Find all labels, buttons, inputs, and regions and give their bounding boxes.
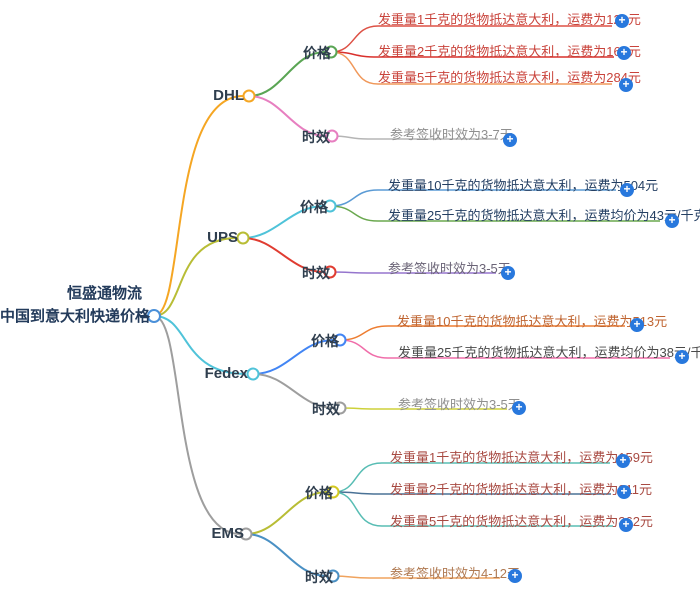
node-label-dhl[interactable]: DHL [213,87,244,104]
ups-time-node-circle[interactable] [323,265,337,279]
node-label-ups[interactable]: UPS [207,229,238,246]
add-node-button[interactable]: + [617,46,631,60]
plus-icon: + [511,568,519,582]
dhl-leaf1-line [330,25,612,53]
dhl-price-leaf-1[interactable]: 发重量1千克的货物抵达意大利，运费为121元 [378,12,641,27]
dhl-time-leaf[interactable]: 参考签收时效为3-7天 [390,127,513,142]
ems-price-leaf-2[interactable]: 发重量2千克的货物抵达意大利，运费为211元 [390,482,652,497]
fedex-price-node-circle[interactable] [333,333,347,347]
ups-price-node-circle[interactable] [323,199,337,213]
fedex-time-label[interactable]: 时效 [312,401,340,417]
fedex-price-label[interactable]: 价格 [311,333,339,349]
ems-time-node-circle[interactable] [326,569,340,583]
ups-node-circle[interactable] [236,231,250,245]
plus-icon: + [618,13,626,27]
fedex-node-circle[interactable] [246,367,260,381]
dhl-time-line [248,95,327,137]
plus-icon: + [515,400,523,414]
plus-icon: + [668,213,676,227]
plus-icon: + [622,77,630,91]
fedex-price-leaf-2[interactable]: 发重量25千克的货物抵达意大利，运费均价为38元/千克 [398,345,700,360]
node-label-fedex[interactable]: Fedex [204,365,248,382]
ems-time-label[interactable]: 时效 [305,569,333,585]
add-node-button[interactable]: + [501,266,515,280]
dhl-price-line [248,51,326,97]
fedex-price-line [252,339,335,375]
add-node-button[interactable]: + [619,518,633,532]
branch-line-fedex [153,315,247,375]
dhl-time-node-circle[interactable] [325,129,339,143]
add-node-button[interactable]: + [665,214,679,228]
fedex-price-leaf-1[interactable]: 发重量10千克的货物抵达意大利，运费为513元 [397,314,668,329]
ups-time-leaf[interactable]: 参考签收时效为3-5天 [388,261,511,276]
plus-icon: + [678,349,686,363]
fedex-time-line [252,373,335,409]
dhl-leaf3-line [330,51,612,85]
add-node-button[interactable]: + [617,485,631,499]
plus-icon: + [506,132,514,146]
ups-price-leaf-2[interactable]: 发重量25千克的货物抵达意大利，运费均价为43元/千克 [388,208,700,223]
ups-leaf2-line [329,205,660,222]
dhl-node-circle[interactable] [242,89,256,103]
plus-icon: + [622,517,630,531]
ups-price-label[interactable]: 价格 [300,199,328,215]
ems-price-label[interactable]: 价格 [305,485,333,501]
add-node-button[interactable]: + [503,133,517,147]
ems-price-node-circle[interactable] [326,485,340,499]
add-node-button[interactable]: + [619,78,633,92]
add-node-button[interactable]: + [508,569,522,583]
add-node-button[interactable]: + [512,401,526,415]
root-title-line2: 中国到意大利快递价格 [0,308,151,325]
fedex-leaf1-line [339,325,625,341]
dhl-price-node-circle[interactable] [324,45,338,59]
branch-line-dhl [153,95,244,317]
fedex-time-leaf[interactable]: 参考签收时效为3-5天 [398,397,521,412]
dhl-price-leaf-3[interactable]: 发重量5千克的货物抵达意大利，运费为284元 [378,70,641,85]
plus-icon: + [619,453,627,467]
plus-icon: + [623,182,631,196]
add-node-button[interactable]: + [616,454,630,468]
add-node-button[interactable]: + [630,318,644,332]
plus-icon: + [633,317,641,331]
ems-node-circle[interactable] [239,527,253,541]
add-node-button[interactable]: + [620,183,634,197]
ems-leaf1-line [332,462,610,493]
branch-line-ups [153,237,238,317]
fedex-leaf2-line [339,339,670,359]
ems-time-line [245,533,328,577]
root-node-label[interactable]: 恒盛通物流 中国到意大利快递价格 [0,282,151,328]
ems-price-leaf-3[interactable]: 发重量5千克的货物抵达意大利，运费为362元 [390,514,653,529]
dhl-price-leaf-2[interactable]: 发重量2千克的货物抵达意大利，运费为161元 [378,44,641,59]
add-node-button[interactable]: + [615,14,629,28]
add-node-button[interactable]: + [675,350,689,364]
node-label-ems[interactable]: EMS [211,525,244,542]
ems-price-line [245,491,328,535]
ems-leaf2-line [332,491,611,495]
ems-leaf3-line [332,491,613,527]
ems-time-leaf[interactable]: 参考签收时效为4-12天 [390,566,521,581]
ups-time-line [242,237,325,273]
ups-leaf1-line [329,189,616,207]
plus-icon: + [504,265,512,279]
plus-icon: + [620,45,628,59]
ems-price-leaf-1[interactable]: 发重量1千克的货物抵达意大利，运费为159元 [390,450,653,465]
plus-icon: + [620,484,628,498]
branch-line-ems [153,315,241,535]
ups-price-leaf-1[interactable]: 发重量10千克的货物抵达意大利，运费为504元 [388,178,659,193]
root-title-line1: 恒盛通物流 [66,285,142,302]
ups-price-line [242,205,325,239]
fedex-time-node-circle[interactable] [333,401,347,415]
dhl-time-label[interactable]: 时效 [302,129,330,145]
ups-time-label[interactable]: 时效 [302,265,330,281]
root-node-circle[interactable] [147,309,161,323]
dhl-price-label[interactable]: 价格 [303,45,331,61]
